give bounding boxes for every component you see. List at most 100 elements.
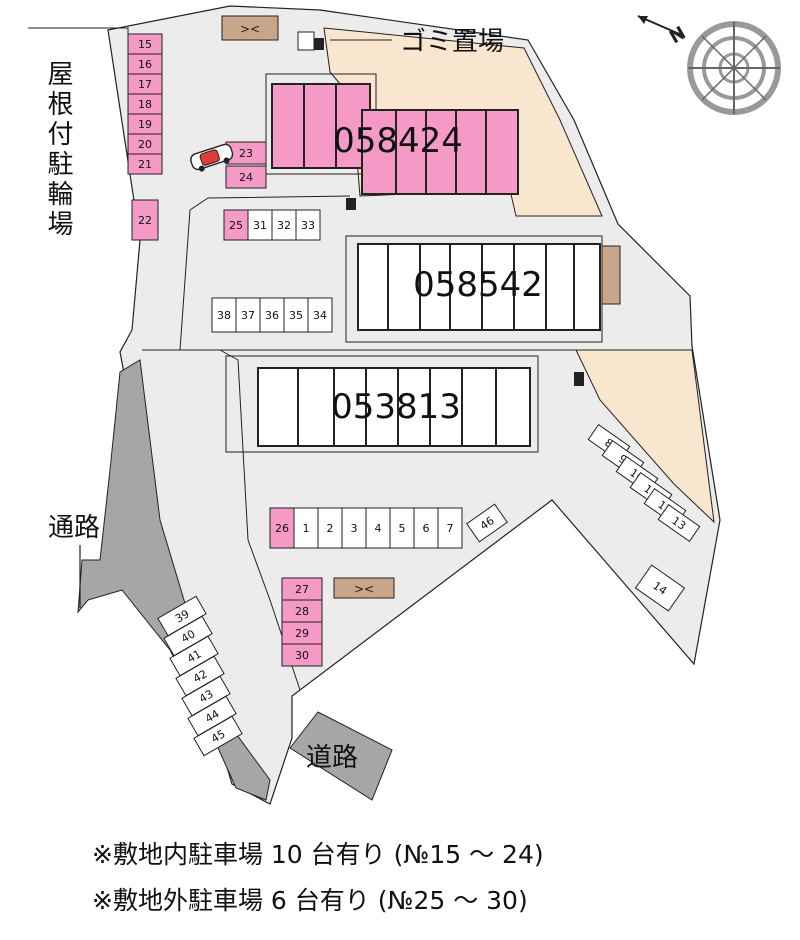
parking-lot-number: 38: [217, 309, 231, 322]
parking-lot-36: 36: [259, 297, 285, 333]
parking-lot-37: 37: [235, 297, 261, 333]
parking-lot-18: 18: [127, 93, 163, 115]
parking-lot-21: 21: [127, 153, 163, 175]
parking-lot-4: 4: [365, 507, 391, 549]
parking-lot-number: 39: [173, 607, 192, 625]
compass-icon: N: [637, 15, 781, 115]
parking-lot-number: 19: [138, 118, 152, 131]
parking-lot-number: 22: [138, 214, 152, 227]
covered-parking-label: 屋根付駐輪場: [43, 60, 73, 240]
parking-lot-25: 25: [223, 209, 249, 241]
parking-lot-31: 31: [247, 209, 273, 241]
parking-lot-number: 36: [265, 309, 279, 322]
parking-lot-number: 15: [138, 38, 152, 51]
parking-lot-16: 16: [127, 53, 163, 75]
building-053813: 053813: [225, 355, 539, 453]
building-id: 058424: [333, 121, 463, 161]
parking-lot-number: 17: [138, 78, 152, 91]
parking-lot-number: 18: [138, 98, 152, 111]
note-line: ※敷地外駐車場 6 台有り (№25 ～ 30): [92, 886, 528, 915]
parking-lot-3: 3: [341, 507, 367, 549]
parking-lot-number: 4: [375, 522, 382, 535]
gate-icon: ><: [221, 15, 279, 41]
road-left-label: 通路: [48, 513, 100, 543]
parking-lot-number: 32: [277, 219, 291, 232]
parking-lot-number: 41: [185, 647, 204, 665]
svg-text:N: N: [666, 23, 690, 49]
parking-lot-35: 35: [283, 297, 309, 333]
parking-lot-number: 40: [179, 627, 198, 645]
parking-lot-24: 24: [225, 165, 267, 189]
parking-lot-number: 30: [295, 649, 309, 662]
svg-text:><: ><: [240, 22, 260, 36]
parking-lot-15: 15: [127, 33, 163, 55]
parking-lot-number: 23: [239, 147, 253, 160]
gate-icon: [601, 245, 621, 305]
parking-lot-40: 40: [163, 615, 213, 657]
parking-lot-14: 14: [634, 564, 686, 612]
parking-lot-45: 45: [193, 715, 243, 757]
parking-lot-number: 34: [313, 309, 327, 322]
parking-lot-6: 6: [413, 507, 439, 549]
parking-lot-19: 19: [127, 113, 163, 135]
parking-lot-number: 29: [295, 627, 309, 640]
road-bottom: [289, 711, 393, 801]
parking-lot-23: 23: [225, 141, 267, 165]
parking-lot-number: 5: [399, 522, 406, 535]
parking-lot-number: 45: [209, 727, 228, 745]
car-icon: [190, 143, 234, 172]
svg-text:><: ><: [354, 582, 374, 596]
parking-lot-number: 33: [301, 219, 315, 232]
parking-lot-17: 17: [127, 73, 163, 95]
parking-lot-5: 5: [389, 507, 415, 549]
parking-notes: ※敷地内駐車場 10 台有り (№15 ～ 24) ※敷地外駐車場 6 台有り …: [92, 832, 544, 924]
parking-lot-34: 34: [307, 297, 333, 333]
gate-icon: ><: [333, 577, 395, 599]
parking-lot-number: 35: [289, 309, 303, 322]
parking-lot-number: 3: [351, 522, 358, 535]
parking-lot-13: 13: [657, 504, 701, 542]
parking-lot-42: 42: [175, 655, 225, 697]
parking-lot-number: 16: [138, 58, 152, 71]
parking-lot-number: 24: [239, 171, 253, 184]
parking-lot-33: 33: [295, 209, 321, 241]
parking-lot-number: 21: [138, 158, 152, 171]
building-id: 053813: [331, 387, 461, 427]
parking-lot-32: 32: [271, 209, 297, 241]
parking-lot-number: 26: [275, 522, 289, 535]
note-line: ※敷地内駐車場 10 台有り (№15 ～ 24): [92, 840, 544, 869]
parking-lot-27: 27: [281, 577, 323, 601]
road-bottom-label: 道路: [306, 743, 358, 773]
building-058424: 058424: [265, 73, 519, 195]
parking-lot-22: 22: [131, 199, 159, 241]
parking-lot-number: 37: [241, 309, 255, 322]
parking-lot-number: 7: [447, 522, 454, 535]
building-id: 058542: [413, 265, 543, 305]
building-058542: 058542: [345, 235, 603, 343]
parking-lot-43: 43: [181, 675, 231, 717]
parking-lot-number: 43: [197, 687, 216, 705]
parking-lot-2: 2: [317, 507, 343, 549]
parking-lot-30: 30: [281, 643, 323, 667]
garbage-label: ゴミ置場: [400, 27, 504, 57]
parking-lot-number: 31: [253, 219, 267, 232]
parking-lot-1: 1: [293, 507, 319, 549]
parking-lot-number: 20: [138, 138, 152, 151]
parking-lot-number: 6: [423, 522, 430, 535]
parking-lot-7: 7: [437, 507, 463, 549]
parking-lot-number: 27: [295, 583, 309, 596]
parking-lot-20: 20: [127, 133, 163, 155]
parking-lot-46: 46: [466, 503, 508, 543]
parking-lot-28: 28: [281, 599, 323, 623]
parking-lot-number: 2: [327, 522, 334, 535]
parking-lot-number: 25: [229, 219, 243, 232]
parking-lot-number: 44: [203, 707, 222, 725]
parking-lot-44: 44: [187, 695, 237, 737]
parking-lot-38: 38: [211, 297, 237, 333]
parking-lot-number: 42: [191, 667, 210, 685]
parking-lot-29: 29: [281, 621, 323, 645]
parking-lot-number: 1: [303, 522, 310, 535]
parking-lot-number: 28: [295, 605, 309, 618]
